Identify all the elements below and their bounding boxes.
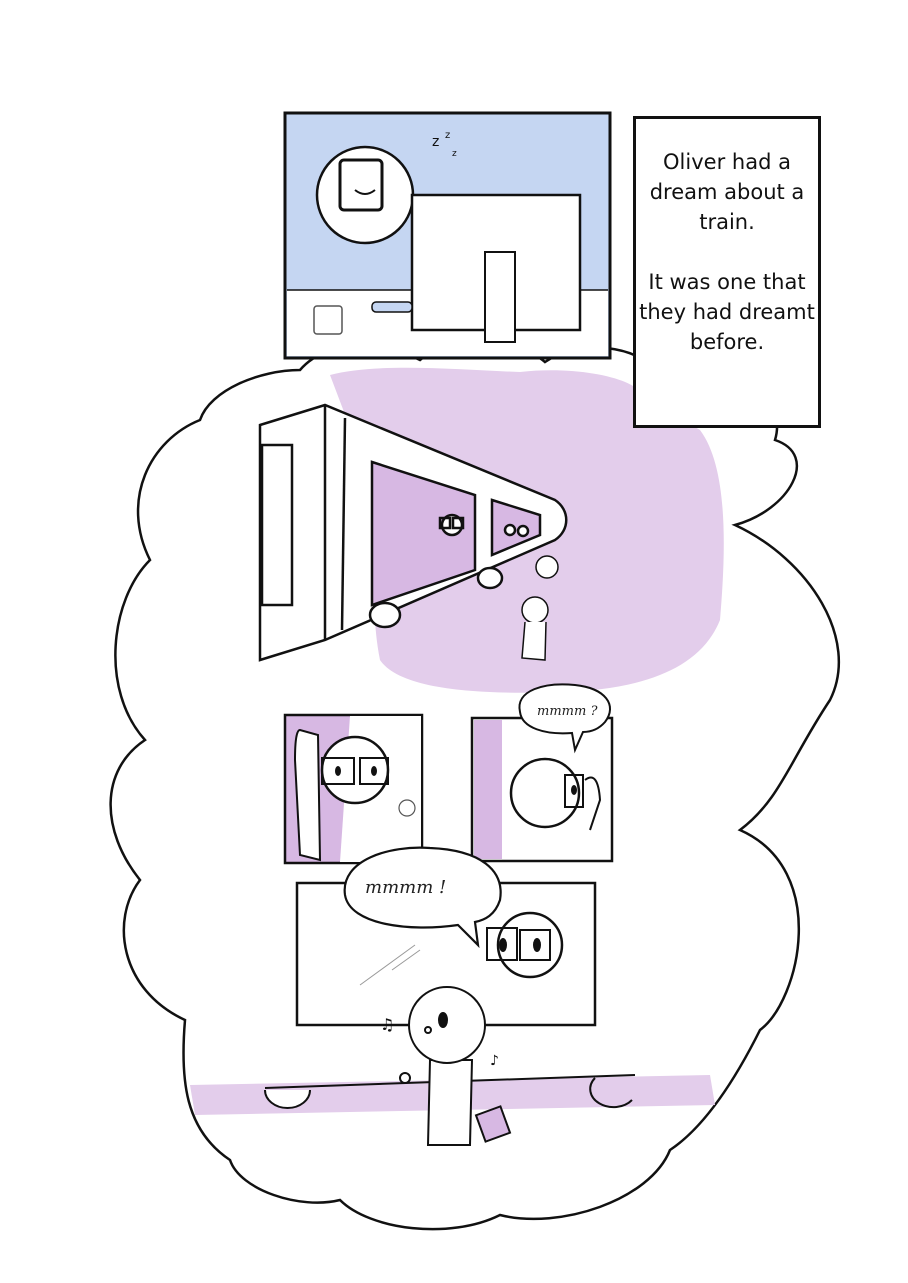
caption-line-2: It was one that they had dreamt before. [639, 270, 815, 354]
walking-character: ♫ ♪ [380, 986, 512, 1146]
panel-seated [283, 713, 424, 865]
svg-text:♫: ♫ [380, 1015, 394, 1034]
speech-bubble-exclaim: mmmm ! [365, 877, 446, 898]
panel-sleeping: z z z [283, 111, 612, 360]
svg-text:z: z [452, 149, 457, 159]
caption-line-1: Oliver had a dream about a train. [649, 150, 805, 234]
panel-waving: mmmm ? [470, 683, 614, 863]
svg-text:♪: ♪ [490, 1053, 499, 1069]
sleep-zzz: z [432, 134, 439, 150]
svg-text:z: z [445, 130, 450, 141]
speech-bubble-question: mmmm ? [537, 704, 598, 719]
train-illustration [258, 403, 568, 662]
narration-caption: Oliver had a dream about a train. It was… [633, 116, 821, 428]
